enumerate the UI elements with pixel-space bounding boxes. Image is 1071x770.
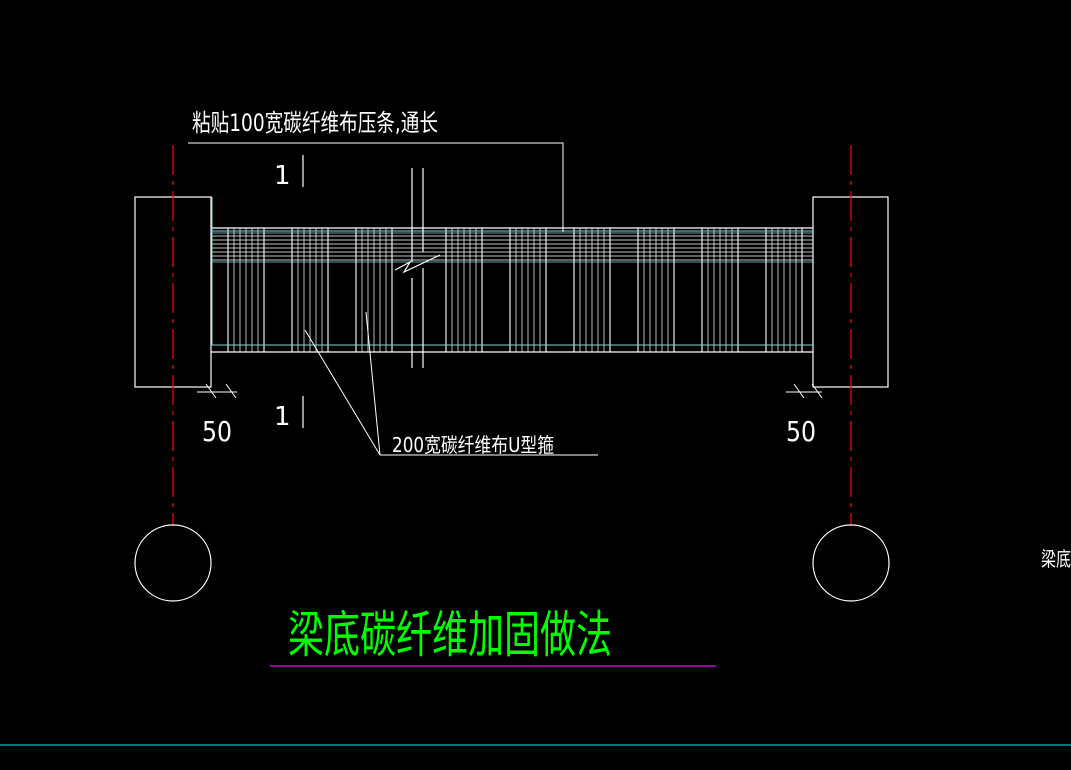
drawing-title: 梁底碳纤维加固做法 [288, 606, 612, 664]
dimension-right: 50 [786, 415, 816, 448]
u-stirrup [701, 228, 739, 352]
top-note-text: 粘贴100宽碳纤维布压条,通长 [192, 109, 438, 137]
u-stirrup [573, 228, 611, 352]
top-note-leader [188, 142, 564, 232]
u-stirrup [509, 228, 547, 352]
axis-bubbles [134, 524, 890, 602]
cut-off-label: 梁底 [1041, 547, 1071, 571]
u-stirrup [637, 228, 675, 352]
u-stirrup-strips [227, 228, 803, 352]
u-stirrup [227, 228, 265, 352]
section-mark-top: 1 [274, 161, 291, 191]
bottom-note-leader [304, 311, 598, 456]
bottom-note-text: 200宽碳纤维布U型箍 [392, 433, 554, 457]
dimension-left: 50 [202, 415, 232, 448]
u-stirrup [765, 228, 803, 352]
beam-outline [211, 227, 813, 353]
break-line [394, 168, 441, 368]
u-stirrup [445, 228, 483, 352]
u-stirrup [291, 228, 329, 352]
axis-bubble-left [134, 524, 212, 602]
dimension-ticks [197, 383, 823, 399]
u-stirrup [355, 228, 393, 352]
axis-lines [172, 145, 852, 525]
longitudinal-cfrp-strip [211, 232, 813, 263]
axis-bubble-right [812, 524, 890, 602]
section-mark-bottom: 1 [274, 402, 291, 432]
fabric-edges [211, 197, 813, 346]
